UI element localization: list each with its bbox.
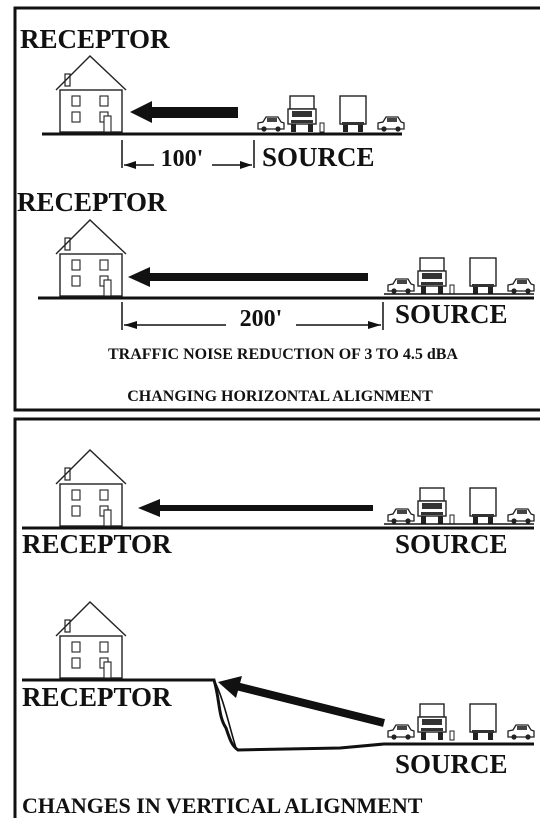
- horizontal-alignment-panel: [13, 6, 540, 412]
- noise-path-arrow: [128, 267, 368, 287]
- depressed-ground-line: [22, 678, 534, 752]
- scenario-at-grade: RECEPTOR SOURCE: [22, 449, 534, 559]
- distance-dimension: [121, 302, 384, 330]
- receptor-label: RECEPTOR: [20, 24, 170, 54]
- house-icon: [55, 601, 127, 679]
- reduction-caption: TRAFFIC NOISE REDUCTION OF 3 TO 4.5 dBA: [108, 346, 458, 363]
- noise-path-arrow: [130, 101, 238, 123]
- vertical-panel-title: CHANGES IN VERTICAL ALIGNMENT: [22, 793, 423, 818]
- noise-path-arrow: [138, 499, 373, 517]
- distance-label: 100': [161, 146, 204, 172]
- source-label: SOURCE: [395, 749, 508, 779]
- scenario-200ft: RECEPTOR 200' SOURCE: [17, 187, 534, 332]
- receptor-label: RECEPTOR: [17, 187, 167, 217]
- scenario-depressed-road: RECEPTOR SOURCE: [22, 601, 534, 779]
- house-icon: [55, 55, 127, 133]
- horizontal-panel-title: CHANGING HORIZONTAL ALIGNMENT: [127, 388, 433, 405]
- traffic-icon: [388, 704, 534, 740]
- traffic-icon: [258, 96, 404, 132]
- scenario-100ft: RECEPTOR 100' SOURCE: [20, 24, 404, 172]
- traffic-icon: [388, 488, 534, 524]
- vertical-alignment-panel: [13, 417, 540, 818]
- house-icon: [55, 449, 127, 527]
- distance-dimension: [121, 140, 255, 169]
- noise-path-arrow: [218, 676, 385, 727]
- traffic-icon: [388, 258, 534, 294]
- house-icon: [55, 219, 127, 297]
- receptor-label: RECEPTOR: [22, 529, 172, 559]
- source-label: SOURCE: [395, 529, 508, 559]
- receptor-label: RECEPTOR: [22, 682, 172, 712]
- distance-label: 200': [240, 306, 283, 332]
- source-label: SOURCE: [262, 142, 375, 172]
- source-label: SOURCE: [395, 299, 508, 329]
